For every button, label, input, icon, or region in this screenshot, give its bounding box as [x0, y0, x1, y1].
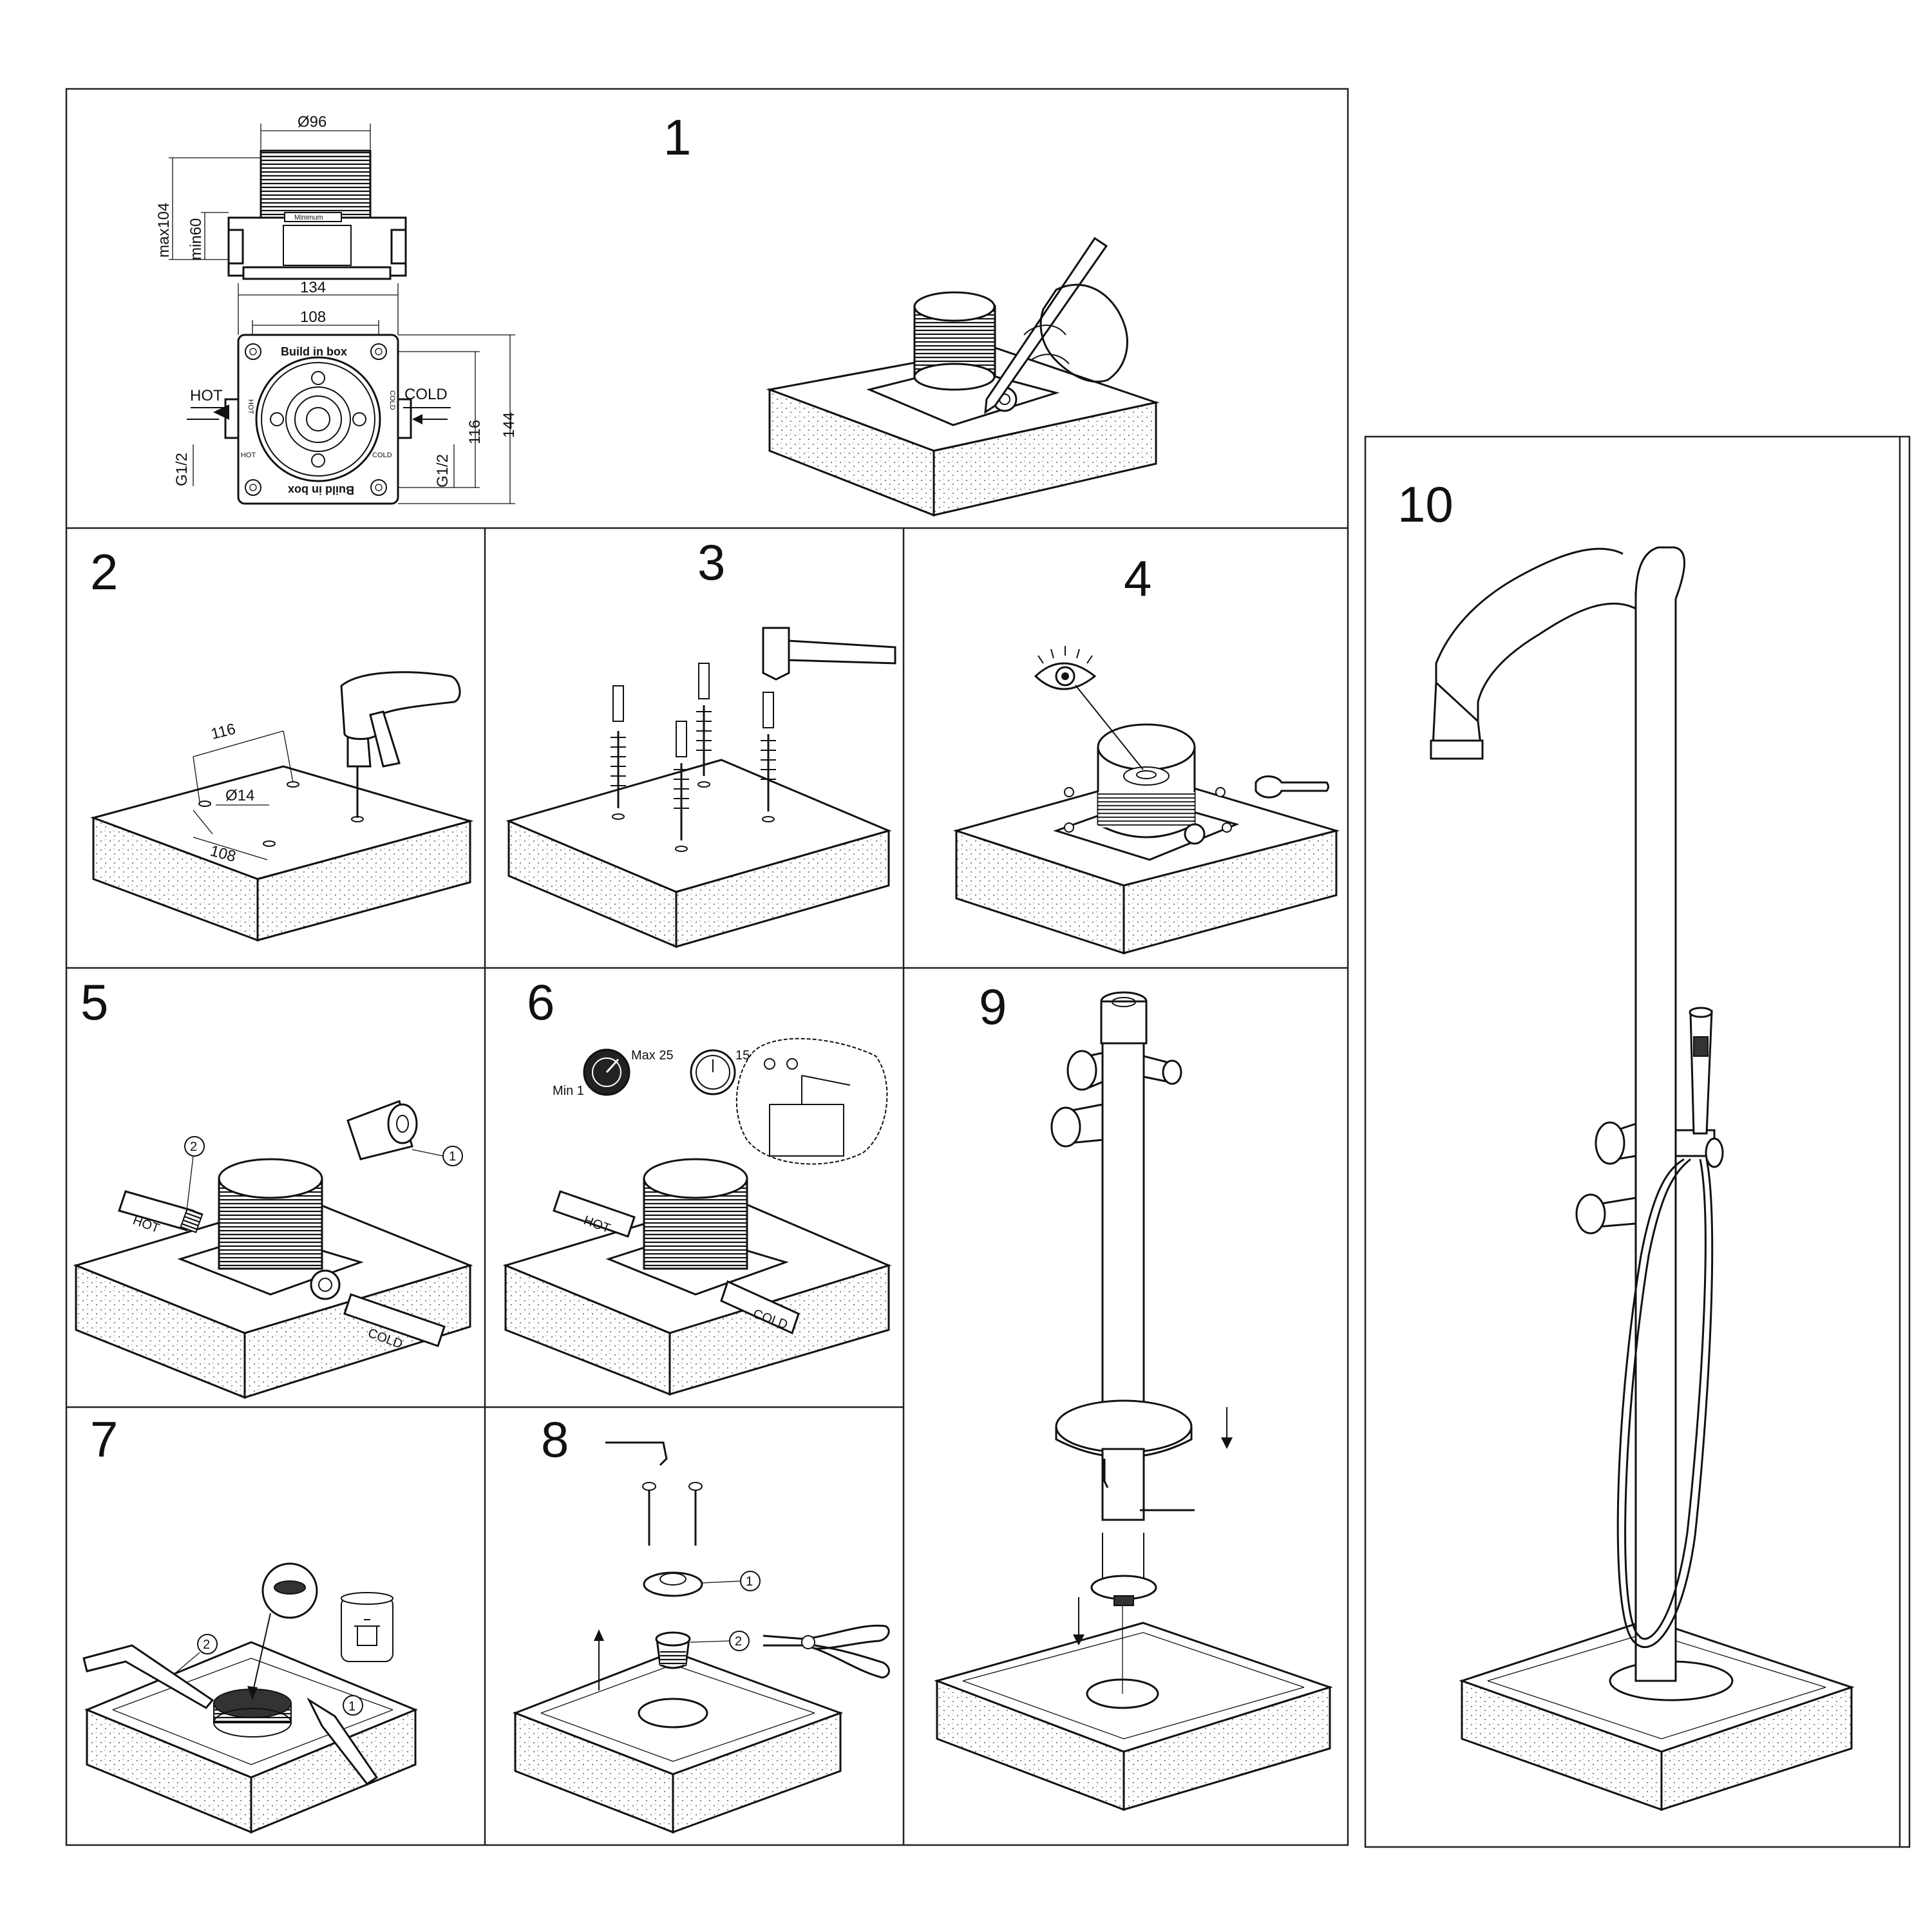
step1-top-view: 134 108 Build in box Build in box HOT HO…: [173, 279, 518, 505]
step-number-3: 3: [697, 534, 725, 591]
drill-icon: [340, 671, 461, 822]
dim-diameter-96: Ø96: [298, 113, 327, 131]
box-label-top: Build in box: [281, 345, 347, 358]
step-numbers: 1 2 3 4 5 6 7 8 9 10: [80, 109, 1454, 1468]
hex-key-icon: [605, 1441, 668, 1466]
dim-width-134: 134: [300, 279, 326, 296]
step6-illustration: HOT COLD Max 25 Min 1 15: [502, 1037, 892, 1396]
gauge-max-label: Max 25: [631, 1048, 674, 1063]
step7-callout-2: 2: [203, 1638, 210, 1652]
step7-illustration: 1 2: [82, 1562, 418, 1834]
step-number-9: 9: [979, 978, 1007, 1035]
step-number-8: 8: [541, 1411, 569, 1468]
hot-label: HOT: [190, 387, 223, 404]
step2-dim-hole: Ø14: [225, 787, 254, 804]
step5-callout-2: 2: [190, 1140, 197, 1154]
step5-illustration: HOT COLD 2 1: [73, 1100, 473, 1399]
pressure-gauge-icon: Max 25 Min 1 15: [553, 1048, 750, 1098]
dim-min60: min60: [187, 218, 205, 260]
step-number-2: 2: [90, 544, 118, 600]
eye-icon: [1034, 646, 1144, 770]
cold-port-small-label: COLD: [388, 390, 396, 410]
step1-side-view: Ø96 Minimum max104 min60: [155, 113, 407, 280]
step2-dim-116: 116: [209, 720, 238, 743]
step-number-6: 6: [527, 974, 554, 1030]
wrench-icon: [1255, 775, 1329, 799]
step7-callout-1: 1: [348, 1700, 355, 1714]
trash-bin-icon: [341, 1592, 393, 1662]
box-label-bottom: Build in box: [288, 484, 354, 497]
panel-grid: [65, 88, 1911, 1848]
dim-116: 116: [466, 420, 484, 444]
floor-mixer-icon: [1430, 546, 1734, 1701]
pencil-hand-icon: [984, 236, 1128, 415]
gauge-min-label: Min 1: [553, 1084, 584, 1098]
step4-illustration: [952, 646, 1340, 955]
gauge-value-label: 15: [735, 1048, 750, 1063]
step8-illustration: 1 2: [512, 1441, 890, 1834]
mixer-column: [1050, 991, 1193, 1606]
hot-port-small-label-2: HOT: [241, 451, 256, 459]
step8-callout-2: 2: [735, 1634, 742, 1649]
step5-callout-1: 1: [449, 1150, 456, 1164]
step1-illustration: [766, 236, 1160, 517]
step3-illustration: [506, 627, 896, 949]
pressure-pump-icon: [735, 1037, 888, 1165]
anchor-plugs: [611, 663, 776, 852]
step-number-7: 7: [90, 1411, 118, 1468]
step-number-10: 10: [1397, 476, 1454, 533]
pipe-tape-icon: 1: [346, 1100, 463, 1166]
dim-hole-spacing-108: 108: [300, 308, 326, 326]
step-number-5: 5: [80, 974, 108, 1030]
step2-illustration: 116 Ø14 108: [90, 671, 474, 942]
dim-144: 144: [500, 412, 518, 438]
fixing-screws: [642, 1482, 703, 1546]
dim-max104: max104: [155, 203, 173, 258]
thread-right-label: G1/2: [434, 454, 451, 488]
thread-left-label: G1/2: [173, 453, 191, 486]
step-number-4: 4: [1124, 550, 1151, 607]
minimum-label: Minimum: [294, 214, 323, 222]
pliers-icon: [762, 1624, 890, 1679]
hot-port-small-label: HOT: [247, 399, 254, 415]
hammer-icon: [762, 627, 896, 681]
step9-illustration: [934, 991, 1333, 1812]
step8-callout-1: 1: [746, 1575, 753, 1589]
knife-icon: 1: [307, 1695, 379, 1786]
step-number-1: 1: [663, 109, 691, 166]
step10-illustration: [1430, 546, 1855, 1812]
cold-port-small-label-2: COLD: [372, 451, 392, 459]
cold-label: COLD: [404, 386, 448, 403]
